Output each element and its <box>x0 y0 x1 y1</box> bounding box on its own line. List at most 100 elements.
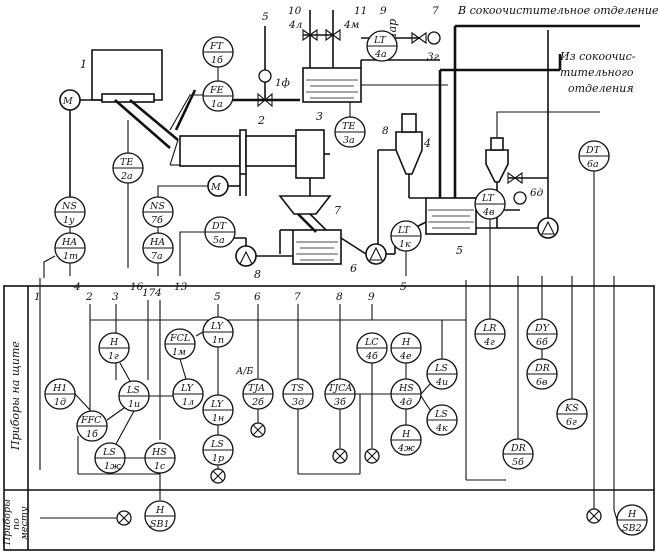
instrument-pos: 1к <box>399 239 411 250</box>
equipment-label-4: 4 <box>423 137 431 150</box>
instrument-h-sb1: H SB1 <box>144 500 176 532</box>
instrument-code: NS <box>149 201 165 212</box>
instrument-pos: 1т <box>63 251 78 262</box>
valve-label-5: 5 <box>262 11 269 23</box>
equipment-label-2: 2 <box>257 114 265 127</box>
line-number-labels: 1 2 3 4 5 6 7 8 9 13 16 17 4 5 <box>34 281 407 303</box>
line-number-4b: 4 <box>154 287 162 299</box>
instrument-code: TJCA <box>328 383 352 394</box>
instrument-code: LR <box>482 323 496 334</box>
instrument-fcl-1m: FCL 1м <box>164 328 196 360</box>
instrument-pos: 4и <box>435 377 448 388</box>
instrument-ts-3d: TS 3д <box>282 378 314 410</box>
instrument-ha-1t: HA 1т <box>54 232 86 264</box>
signal-lamps <box>116 422 602 526</box>
pump-right <box>537 217 559 239</box>
instrument-ls-4k: LS 4к <box>426 404 458 436</box>
instrument-h-4zh: H 4ж <box>390 424 422 456</box>
instrument-code: H <box>627 509 637 520</box>
instrument-code: FT <box>209 41 224 52</box>
instrument-pos: 1л <box>182 397 194 408</box>
instrument-code: HA <box>149 237 165 248</box>
instrument-code: DY <box>534 323 551 334</box>
instrument-pos: 4в <box>482 207 495 218</box>
instrument-code: FCL <box>169 333 190 344</box>
valve-label-1f: 1ф <box>275 77 290 89</box>
instrument-pos: 1д <box>54 397 66 408</box>
equipment-drum <box>179 129 325 196</box>
instrument-code: TJA <box>248 383 265 394</box>
equipment-label-1: 1 <box>80 58 87 71</box>
instrument-code: LT <box>481 193 495 204</box>
equipment-collection-tank <box>425 197 477 235</box>
equipment-cyclone-2 <box>485 137 509 183</box>
line-number-1: 1 <box>34 291 41 303</box>
instrument-code: LS <box>434 409 448 420</box>
instrument-dr-6v: DR 6в <box>526 358 558 390</box>
panel-instruments: H 1г H1 1д FFC 1б LS 1и LS 1ж HS 1с <box>44 316 588 474</box>
line-number-3: 3 <box>112 291 119 303</box>
section-label-local-3: месту <box>19 506 30 540</box>
instrument-pos: 3а <box>343 135 355 146</box>
valve-label-4m: 4м <box>343 19 359 31</box>
instrument-code: TE <box>342 121 355 132</box>
local-instruments: H SB1 H SB2 <box>144 500 648 536</box>
panel-interconnects <box>74 320 543 500</box>
instrument-code: HS <box>151 447 167 458</box>
instrument-ls-4i: LS 4и <box>426 358 458 390</box>
instrument-code: LC <box>364 337 379 348</box>
instrument-code: LY <box>180 383 195 394</box>
instrument-ns-1y: NS 1у <box>54 196 86 228</box>
instrument-ls-1i: LS 1и <box>118 380 150 412</box>
valves <box>257 28 523 185</box>
instrument-pos: 6а <box>587 159 599 170</box>
equipment-sieve-funnel <box>278 195 332 233</box>
pump-near-lt1k <box>365 243 387 265</box>
instrument-pos: 1у <box>63 215 75 226</box>
equipment-pump-8 <box>235 245 257 267</box>
line-number-4: 4 <box>73 281 81 293</box>
instrument-code: KS <box>564 403 579 414</box>
instrument-ly-1n: LY 1н <box>202 394 234 426</box>
instrument-code: FFC <box>80 415 102 426</box>
instrument-code: NS <box>61 201 77 212</box>
instrument-h-4e: H 4е <box>390 332 422 364</box>
instrument-pos: 6г <box>566 417 577 428</box>
instrument-lr-4g: LR 4г <box>474 318 506 350</box>
instrument-pos: 4е <box>399 351 412 362</box>
equipment-label-7: 7 <box>334 204 341 217</box>
line-number-6: 6 <box>254 291 261 303</box>
instrument-code: FE <box>209 85 224 96</box>
equipment-label-3: 3 <box>316 110 323 123</box>
instrument-pos: 1г <box>108 351 119 362</box>
instrument-pos: SB1 <box>150 519 170 530</box>
equipment-label-6: 6 <box>350 262 357 275</box>
instrument-pos: 6б <box>536 337 548 348</box>
line-number-8: 8 <box>336 291 343 303</box>
instrument-pos: 7а <box>151 251 163 262</box>
instrument-dt-5a: DT 5а <box>204 216 236 248</box>
signal-code-ab: А/Б <box>235 366 253 377</box>
instrument-ls-1zh: LS 1ж <box>94 442 126 474</box>
instrument-code: LS <box>210 439 224 450</box>
instrument-te-3a: TE 3а <box>334 116 366 148</box>
valve-label-4l: 4л <box>288 19 302 31</box>
instrument-code: LT <box>373 35 387 46</box>
instrument-pos: 1м <box>172 347 186 358</box>
instrument-pos: 4к <box>435 423 448 434</box>
instrument-code: HS <box>398 383 414 394</box>
instrument-code: TS <box>291 383 304 394</box>
valve-label-11: 11 <box>354 5 367 17</box>
instrument-fe-1a: FE 1а <box>202 80 234 112</box>
line-number-17: 17 <box>142 287 156 299</box>
instrument-pos: 7б <box>151 215 163 226</box>
instrument-code: LT <box>397 225 411 236</box>
signal-lines <box>39 276 615 510</box>
valve-label-8: 8 <box>382 125 389 137</box>
instrument-dy-6b: DY 6б <box>526 318 558 350</box>
instrument-pos: SB2 <box>622 523 642 534</box>
line-number-13: 13 <box>174 281 188 293</box>
instrument-code: H <box>401 337 411 348</box>
